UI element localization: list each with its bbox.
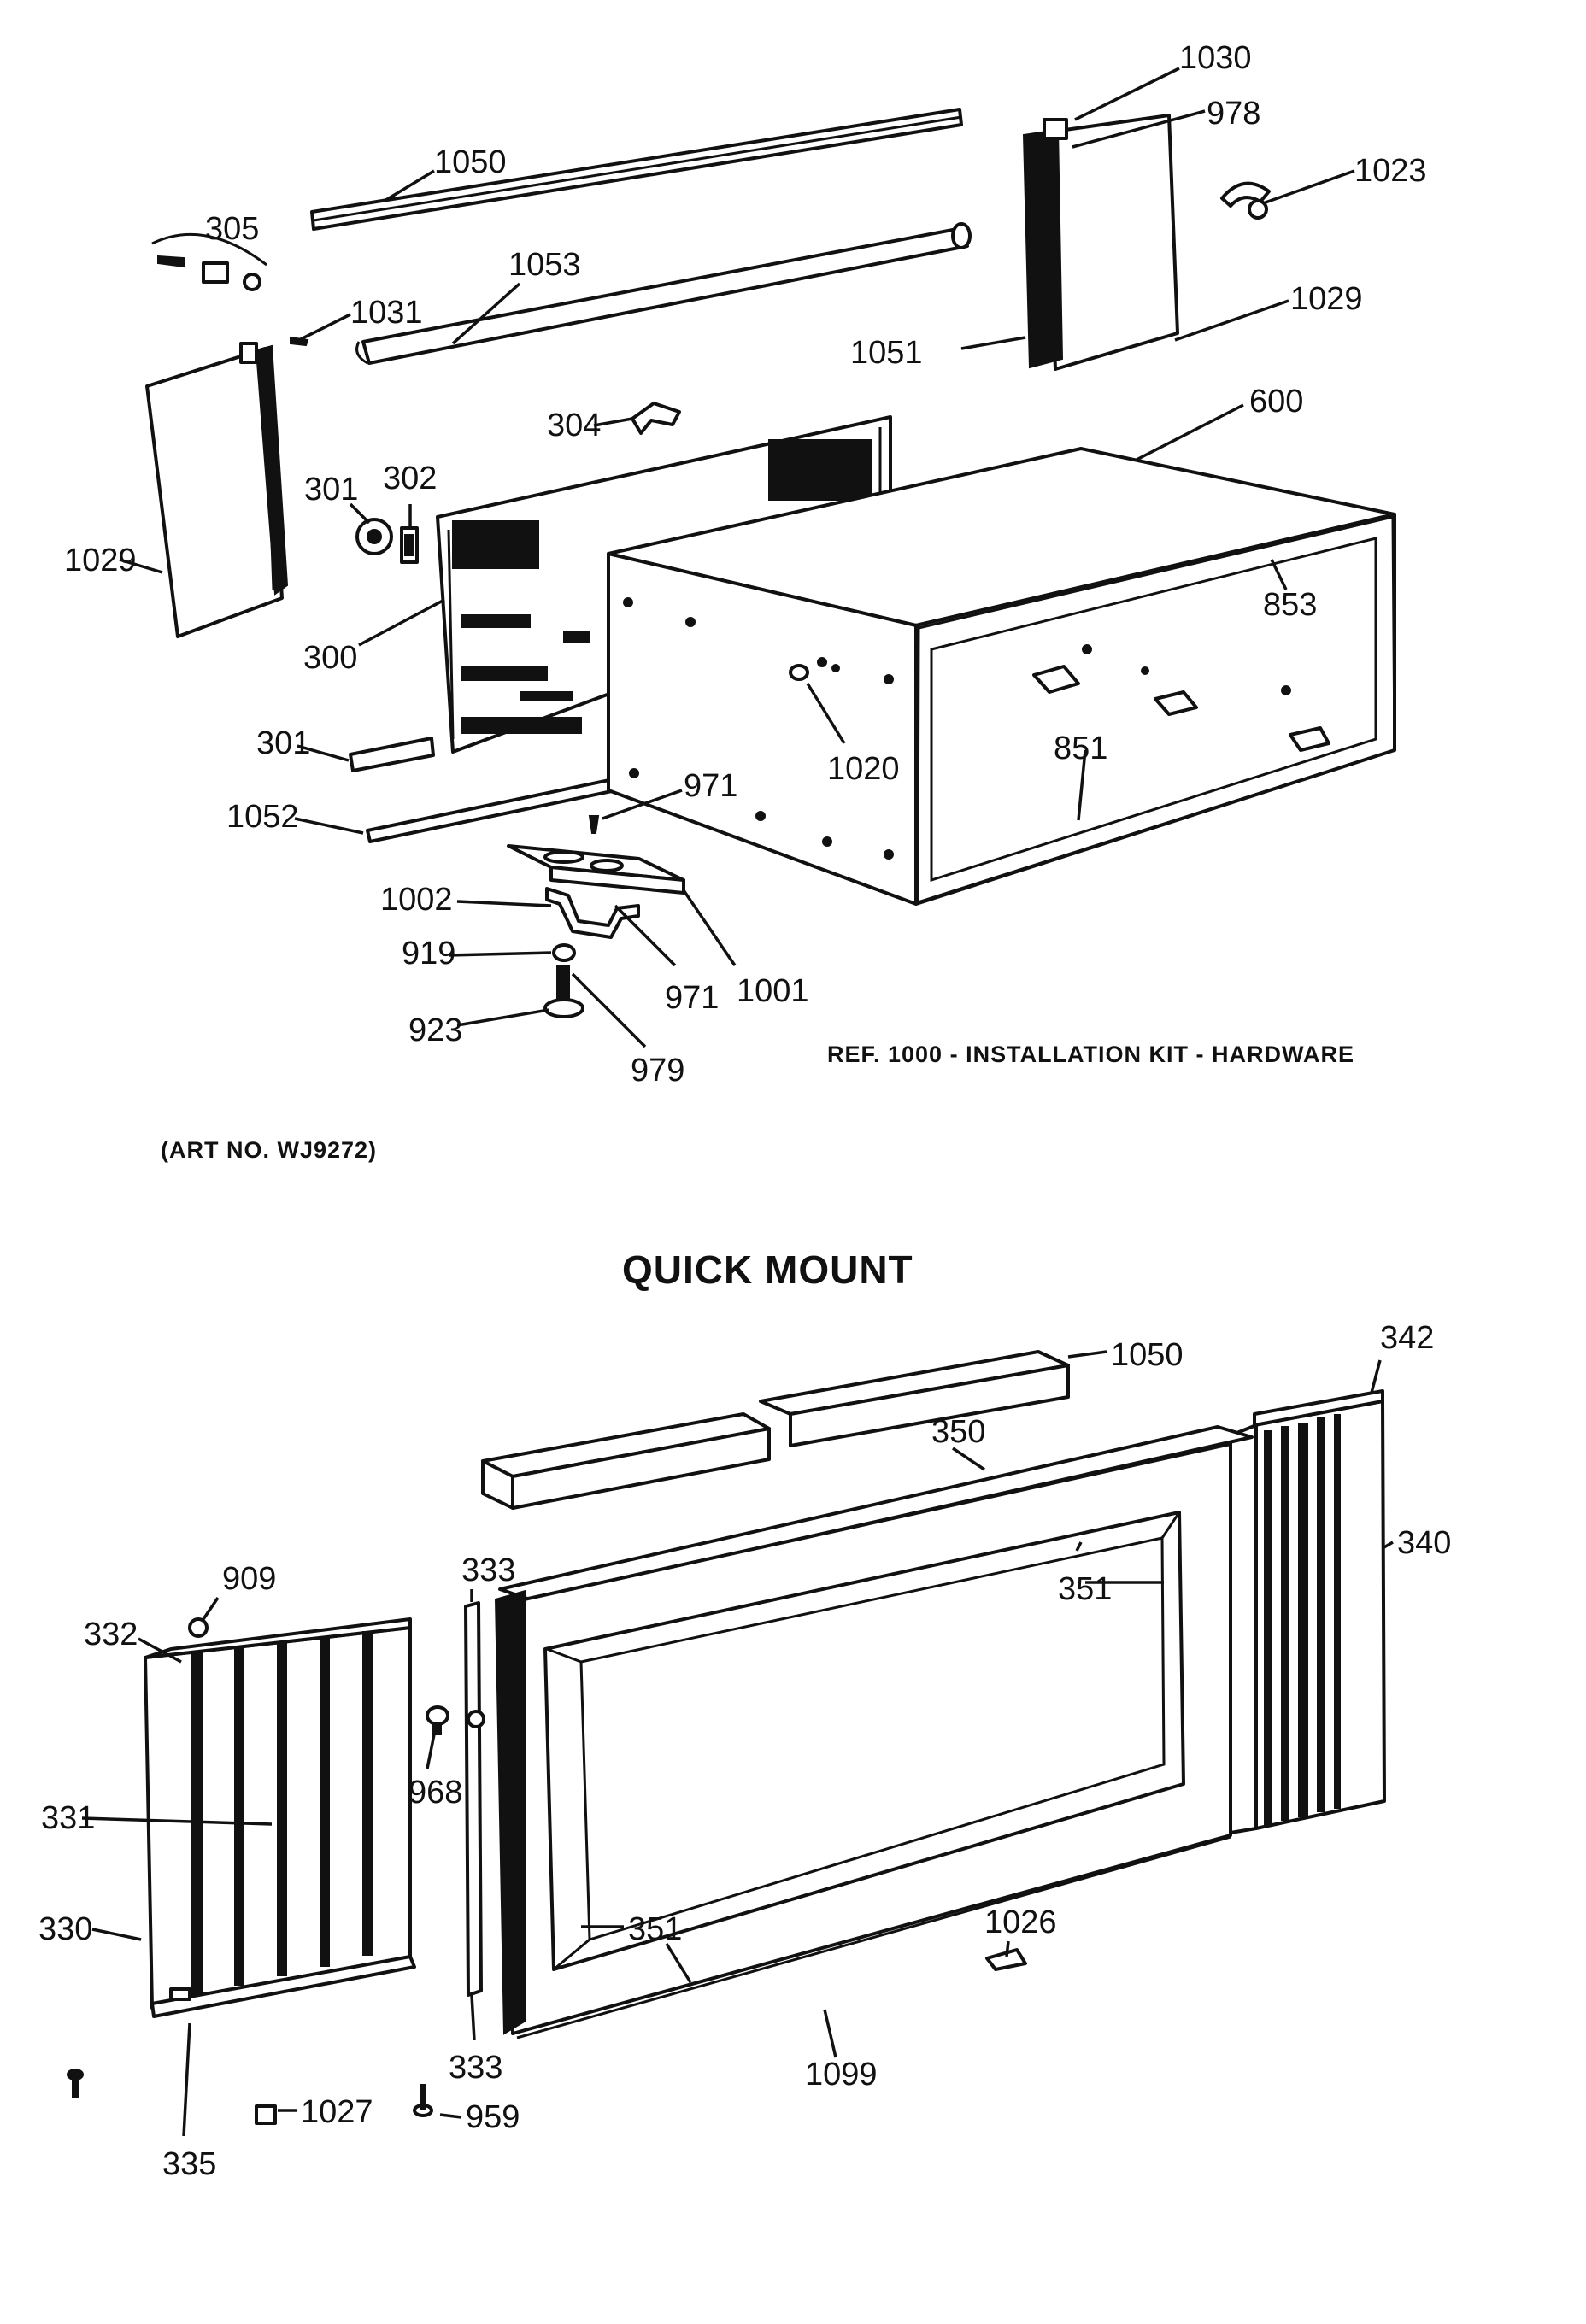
label-1029-left: 1029 bbox=[64, 543, 137, 578]
label-1023: 1023 bbox=[1354, 153, 1427, 189]
bracket-part-1001 bbox=[507, 844, 685, 895]
loose-screw bbox=[67, 2069, 84, 2098]
label-971-upper: 971 bbox=[684, 768, 737, 804]
bottom-leader-lines bbox=[81, 1350, 1394, 2137]
label-304: 304 bbox=[547, 408, 601, 443]
ref-caption: REF. 1000 - INSTALLATION KIT - HARDWARE bbox=[827, 1042, 1354, 1067]
right-side-panel-part-1029 bbox=[1022, 114, 1179, 371]
label-1001: 1001 bbox=[737, 973, 809, 1009]
label-301-knob: 301 bbox=[304, 472, 358, 508]
label-978: 978 bbox=[1207, 96, 1260, 132]
label-335: 335 bbox=[162, 2146, 216, 2182]
left-side-panel-part-1029 bbox=[145, 342, 289, 638]
label-302: 302 bbox=[383, 461, 437, 496]
label-923: 923 bbox=[408, 1012, 462, 1048]
label-342: 342 bbox=[1380, 1320, 1434, 1356]
foam-seal-part-1050 bbox=[481, 1350, 1070, 1510]
label-1052: 1052 bbox=[226, 799, 299, 835]
label-600: 600 bbox=[1249, 384, 1303, 420]
label-350: 350 bbox=[931, 1414, 985, 1450]
accordion-panel-part-340 bbox=[1229, 1389, 1386, 1834]
screw-clip-part-305 bbox=[151, 232, 267, 291]
label-1050: 1050 bbox=[434, 144, 507, 180]
left-panel-part-330 bbox=[144, 1617, 416, 2018]
label-333-top: 333 bbox=[461, 1552, 515, 1588]
label-971-lower: 971 bbox=[665, 980, 719, 1016]
label-331: 331 bbox=[41, 1800, 95, 1836]
strip-part-301 bbox=[349, 737, 435, 772]
rod-part-1053 bbox=[355, 222, 972, 365]
label-1053: 1053 bbox=[508, 247, 581, 283]
label-1030: 1030 bbox=[1179, 40, 1252, 76]
label-1029-right: 1029 bbox=[1290, 281, 1363, 317]
label-333-bottom: 333 bbox=[449, 2050, 502, 2086]
label-959: 959 bbox=[466, 2099, 520, 2135]
label-851: 851 bbox=[1054, 731, 1107, 766]
label-919: 919 bbox=[402, 936, 455, 971]
label-332: 332 bbox=[84, 1617, 138, 1652]
main-frame-part-350 bbox=[494, 1425, 1254, 2039]
clip-part-1023 bbox=[1220, 181, 1271, 220]
bottom-part-labels: 1050 342 350 340 909 333 351 332 968 331… bbox=[38, 1320, 1451, 2182]
screw-part-959 bbox=[413, 2084, 433, 2117]
label-853: 853 bbox=[1263, 587, 1317, 623]
label-351-top: 351 bbox=[1058, 1571, 1112, 1607]
label-300: 300 bbox=[303, 640, 357, 676]
top-part-labels: 1030 978 1050 1023 305 1053 1031 1029 10… bbox=[64, 40, 1427, 1089]
clip-part-1027 bbox=[255, 2104, 277, 2125]
foot-part-923 bbox=[543, 998, 584, 1018]
cabinet-part-600 bbox=[607, 447, 1396, 906]
nut-part-919 bbox=[552, 943, 576, 962]
label-1002: 1002 bbox=[380, 882, 453, 918]
label-1031: 1031 bbox=[350, 295, 423, 331]
screw-part-968 bbox=[426, 1705, 449, 1735]
top-rail-part-1050 bbox=[310, 108, 963, 231]
art-number: (ART NO. WJ9272) bbox=[161, 1137, 377, 1163]
top-diagram: 1030 978 1050 1023 305 1053 1031 1029 10… bbox=[64, 40, 1427, 1163]
bottom-diagram: 1050 342 350 340 909 333 351 332 968 331… bbox=[38, 1320, 1451, 2182]
label-301-strip: 301 bbox=[256, 725, 310, 761]
clip-part-304 bbox=[631, 402, 681, 435]
bracket-part-1002 bbox=[545, 887, 640, 939]
label-305: 305 bbox=[205, 211, 259, 247]
label-979: 979 bbox=[631, 1053, 684, 1089]
side-strip-part-333 bbox=[464, 1601, 485, 1997]
label-1020: 1020 bbox=[827, 751, 900, 787]
label-968: 968 bbox=[408, 1775, 462, 1810]
label-340: 340 bbox=[1397, 1525, 1451, 1561]
label-1051: 1051 bbox=[850, 335, 923, 371]
label-1099: 1099 bbox=[805, 2057, 878, 2092]
switch-part-302 bbox=[400, 526, 419, 564]
label-1050: 1050 bbox=[1111, 1337, 1184, 1373]
screw-part-971 bbox=[588, 815, 600, 834]
label-909: 909 bbox=[222, 1561, 276, 1597]
washer-part-909 bbox=[188, 1617, 209, 1638]
label-1026: 1026 bbox=[984, 1904, 1057, 1940]
label-351-bottom: 351 bbox=[628, 1911, 682, 1947]
top-leader-lines bbox=[119, 67, 1355, 1048]
label-330: 330 bbox=[38, 1911, 92, 1947]
knob-part-301 bbox=[355, 518, 393, 555]
quick-mount-title: QUICK MOUNT bbox=[622, 1247, 913, 1292]
label-1027: 1027 bbox=[301, 2094, 373, 2130]
